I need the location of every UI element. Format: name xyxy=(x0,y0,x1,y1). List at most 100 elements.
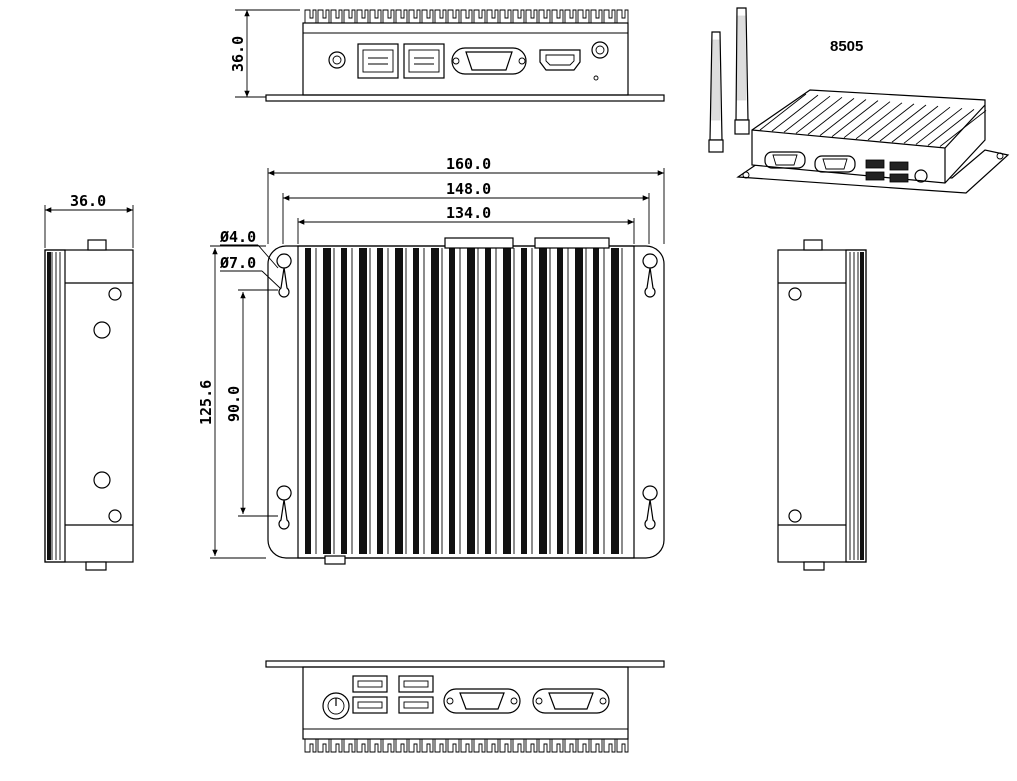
overall-depth-dimension: 125.6 xyxy=(197,380,215,425)
keyhole-slot-icon xyxy=(642,485,658,530)
heatsink-fin xyxy=(323,248,331,554)
heatsink-fin xyxy=(408,9,421,23)
heatsink-fin xyxy=(512,739,525,753)
power-icon xyxy=(322,692,350,720)
heatsink-fin xyxy=(611,248,619,554)
hdmi-port-icon xyxy=(539,49,581,71)
heatsink-fin xyxy=(538,739,551,753)
overall-width-dimension: 160.0 xyxy=(446,155,491,173)
heatsink-fin xyxy=(395,739,408,753)
heatsink-fin xyxy=(927,109,975,146)
heatsink-fin xyxy=(879,104,927,142)
heatsink-fin xyxy=(603,739,616,753)
body-width-dimension: 134.0 xyxy=(446,204,491,222)
antenna-icon xyxy=(708,31,724,153)
rj45-port-icon xyxy=(357,43,399,79)
heatsink-fin xyxy=(473,739,486,753)
heatsink-fin xyxy=(369,9,382,23)
dc-jack-icon xyxy=(328,51,346,69)
front-io-view xyxy=(265,660,665,753)
heatsink-fin xyxy=(503,248,511,554)
heatsink-fin xyxy=(855,102,903,140)
heatsink-fin xyxy=(590,9,603,23)
db9-port-icon xyxy=(443,688,521,714)
heatsink-fin xyxy=(795,96,843,134)
heatsink-fin xyxy=(369,739,382,753)
heatsink-fin xyxy=(460,9,473,23)
heatsink-fin xyxy=(525,9,538,23)
heatsink-fin xyxy=(356,9,369,23)
heatsink-fin xyxy=(499,9,512,23)
heatsink-fin xyxy=(603,9,616,23)
left-side-view: 36.0 xyxy=(44,192,134,571)
heatsink-fin xyxy=(564,739,577,753)
heatsink-fin xyxy=(551,9,564,23)
rear-io-view: 36.0 xyxy=(229,9,665,102)
heatsink-fin xyxy=(867,103,915,141)
heatsink-fin xyxy=(408,739,421,753)
heatsink-fin xyxy=(557,248,563,554)
heatsink-fin xyxy=(356,739,369,753)
heatsink-fin xyxy=(590,739,603,753)
right-side-view xyxy=(777,239,867,571)
top-height-dimension: 36.0 xyxy=(229,36,247,72)
heatsink-fin xyxy=(343,9,356,23)
heatsink-fin xyxy=(434,9,447,23)
heatsink-fin xyxy=(860,252,864,560)
heatsink-fin xyxy=(317,739,330,753)
heatsink-fin xyxy=(413,248,419,554)
heatsink-fin xyxy=(831,100,879,137)
usb-port-icon xyxy=(352,675,434,714)
heatsink-fin xyxy=(473,9,486,23)
keyhole-slot-icon xyxy=(642,253,658,298)
heatsink-fin xyxy=(421,9,434,23)
heatsink-fin xyxy=(460,739,473,753)
heatsink-fin xyxy=(593,248,599,554)
heatsink-fin xyxy=(512,9,525,23)
heatsink-fin xyxy=(382,739,395,753)
heatsink-fin xyxy=(449,248,455,554)
heatsink-fin xyxy=(551,739,564,753)
heatsink-fin xyxy=(807,98,855,135)
heatsink-fin xyxy=(564,9,577,23)
keyhole-slot-icon xyxy=(276,253,292,298)
heatsink-fin xyxy=(939,110,987,147)
mount-pitch-dimension: 90.0 xyxy=(225,386,243,422)
heatsink-fin xyxy=(359,248,367,554)
heatsink-fin xyxy=(47,252,51,560)
model-label: 8505 xyxy=(830,38,863,55)
heatsink-fin xyxy=(343,739,356,753)
heatsink-fin xyxy=(843,101,891,139)
heatsink-fin xyxy=(771,94,819,132)
heatsink-fin xyxy=(577,9,590,23)
heatsink-fin xyxy=(395,9,408,23)
vga-port-icon xyxy=(451,47,527,75)
heatsink-fin xyxy=(616,9,629,23)
power-icon xyxy=(914,169,928,183)
heatsink-fin xyxy=(819,99,867,136)
heatsink-fin xyxy=(485,248,491,554)
heatsink-fin xyxy=(783,95,831,133)
heatsink-fin xyxy=(486,739,499,753)
heatsink-fin xyxy=(486,9,499,23)
heatsink-fin xyxy=(499,739,512,753)
antenna-icon xyxy=(734,7,750,135)
heatsink-fin xyxy=(305,248,311,554)
side-width-dimension: 36.0 xyxy=(70,192,106,210)
heatsink-fin xyxy=(577,739,590,753)
db9-port-icon xyxy=(764,151,806,169)
slot-large-dimension: Ø7.0 xyxy=(219,254,256,272)
heatsink-fin xyxy=(759,93,807,131)
heatsink-fin xyxy=(891,105,939,143)
slot-small-dimension: Ø4.0 xyxy=(219,228,256,246)
heatsink-fin xyxy=(903,106,951,144)
heatsink-fin xyxy=(341,248,347,554)
heatsink-fin xyxy=(395,248,403,554)
heatsink-fin xyxy=(539,248,547,554)
heatsink-fin xyxy=(915,107,963,145)
db9-port-icon xyxy=(814,155,856,173)
heatsink-fin xyxy=(521,248,527,554)
heatsink-fin xyxy=(575,248,583,554)
heatsink-fin xyxy=(421,739,434,753)
usb-port-icon xyxy=(865,159,909,183)
